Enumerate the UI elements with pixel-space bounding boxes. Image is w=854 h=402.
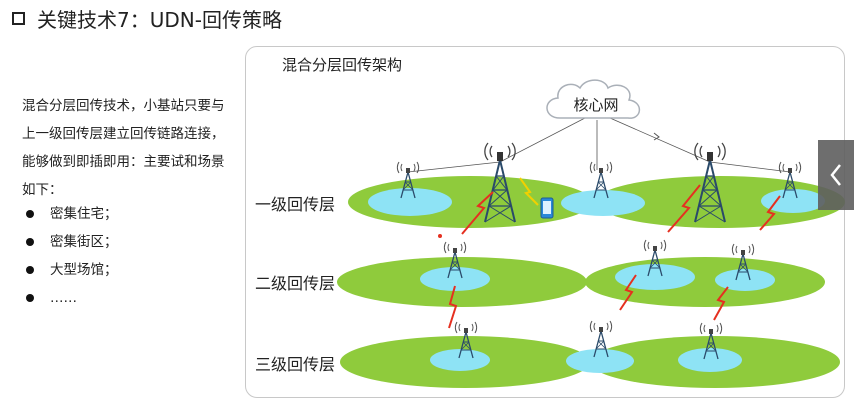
wireless-backhaul-links: [448, 184, 781, 329]
next-slide-button[interactable]: [818, 140, 854, 210]
red-dot: [438, 234, 442, 238]
layer-1-coverage: [348, 176, 845, 228]
core-backhaul-links: [407, 117, 791, 173]
cursor-icon: [653, 132, 660, 141]
layer-2-label: 二级回传层: [255, 274, 335, 293]
intro-text: 混合分层回传技术，小基站只要与上一级回传层建立回传链路连接，能够做到即插即用：主…: [22, 98, 225, 198]
layer-2-coverage: [337, 257, 825, 307]
bullet-dot-icon: [26, 210, 34, 218]
list-item: 大型场馆；: [22, 256, 118, 284]
chevron-left-icon: [830, 164, 841, 186]
core-network-label: 核心网: [573, 96, 618, 114]
bullet-dot-icon: [26, 266, 34, 274]
mobile-phone-icon: [540, 197, 554, 219]
list-item: 密集住宅；: [22, 200, 118, 228]
list-item: 密集街区；: [22, 228, 118, 256]
diagram-title: 混合分层回传架构: [282, 56, 402, 74]
slide-title: 关键技术7：UDN-回传策略: [12, 4, 282, 33]
scenario-list: 密集住宅； 密集街区； 大型场馆； ……: [22, 200, 118, 312]
access-link-icon: [519, 177, 539, 206]
slide-title-text: 关键技术7：UDN-回传策略: [37, 8, 282, 32]
layer-1-label: 一级回传层: [255, 195, 335, 214]
bullet-dot-icon: [26, 238, 34, 246]
layer-3-label: 三级回传层: [255, 355, 335, 374]
list-item: ……: [22, 284, 118, 312]
layer-3-coverage: [340, 336, 840, 388]
checkbox-square-icon: [12, 12, 25, 25]
core-network-cloud-icon: [546, 79, 641, 119]
bullet-dot-icon: [26, 294, 34, 302]
